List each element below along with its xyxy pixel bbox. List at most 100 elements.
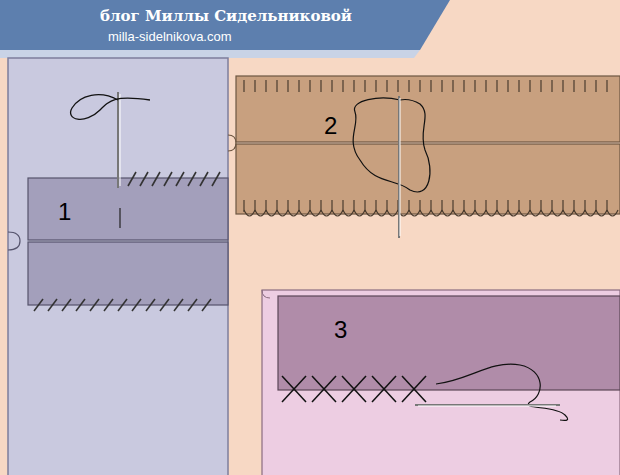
stitch [595, 80, 596, 92]
stitch [574, 210, 585, 216]
stitch [160, 299, 169, 311]
stitch [320, 80, 321, 92]
stitch [312, 376, 336, 402]
stitch [584, 80, 585, 92]
stitch [606, 200, 607, 212]
stitch [496, 80, 497, 92]
stitch [331, 80, 332, 92]
stitch [402, 376, 426, 402]
stitch [551, 200, 552, 212]
stitch [563, 210, 574, 216]
stitch [243, 80, 244, 92]
stitch [299, 210, 310, 216]
stitch [372, 376, 396, 402]
stitch [243, 200, 244, 212]
stitch [342, 376, 366, 402]
stitch [540, 200, 541, 212]
stitch [485, 200, 486, 212]
stitch [365, 210, 376, 216]
stitch [606, 80, 607, 92]
stitch [90, 299, 99, 311]
stitch [386, 200, 387, 212]
stitch [309, 80, 310, 92]
stitch [128, 172, 136, 186]
stitch [265, 200, 266, 212]
stitch [409, 210, 420, 216]
stitch [298, 200, 299, 212]
stitch [402, 376, 426, 402]
stitch [375, 200, 376, 212]
stitch [408, 200, 409, 212]
callout-number: 2 [324, 112, 337, 140]
stitch [244, 210, 255, 216]
stitch [530, 210, 541, 216]
stitch [475, 210, 486, 216]
stitch [48, 299, 57, 311]
stitch [265, 80, 266, 92]
stitch [474, 200, 475, 212]
stitch [254, 200, 255, 212]
stitch [34, 299, 43, 311]
stitch [146, 299, 155, 311]
stitch [441, 80, 442, 92]
stitch [485, 80, 486, 92]
stitch [463, 80, 464, 92]
stitch [288, 210, 299, 216]
stitch [164, 172, 172, 186]
stitch [320, 200, 321, 212]
stitch [552, 210, 563, 216]
stitch [332, 210, 343, 216]
stitch [596, 210, 607, 216]
stitch [372, 376, 396, 402]
callout-number: 1 [58, 198, 71, 226]
stitch [430, 80, 431, 92]
stitch [508, 210, 519, 216]
stitch [342, 376, 366, 402]
stitch [188, 172, 196, 186]
stitch [584, 200, 585, 212]
stitch [474, 80, 475, 92]
stitch [266, 210, 277, 216]
stitch [585, 210, 596, 216]
stitch [464, 210, 475, 216]
stitch [310, 210, 321, 216]
stitch [507, 200, 508, 212]
stitch [312, 376, 336, 402]
stitch [452, 80, 453, 92]
stitch [342, 200, 343, 212]
stitch [496, 200, 497, 212]
stitch [202, 299, 211, 311]
stitch [176, 172, 184, 186]
stitch [519, 210, 530, 216]
stitch [573, 200, 574, 212]
stitch [282, 376, 306, 402]
stitch [287, 80, 288, 92]
stitch [188, 299, 197, 311]
stitch [607, 210, 618, 216]
stitch [442, 210, 453, 216]
stitch [463, 200, 464, 212]
stitch [76, 299, 85, 311]
stitch [419, 200, 420, 212]
stitch [397, 80, 398, 92]
stitch [540, 80, 541, 92]
stitch [497, 210, 508, 216]
stitch [551, 80, 552, 92]
stitch [62, 299, 71, 311]
stitch [353, 80, 354, 92]
stitch [364, 80, 365, 92]
stitch [343, 210, 354, 216]
stitch [152, 172, 160, 186]
stitch [212, 172, 220, 186]
stitch [276, 80, 277, 92]
stitch [518, 80, 519, 92]
stitch [518, 200, 519, 212]
stitch [331, 200, 332, 212]
stitch [276, 200, 277, 212]
callout-number: 3 [334, 316, 347, 344]
stitch [132, 299, 141, 311]
stitch [387, 210, 398, 216]
stitch [287, 200, 288, 212]
